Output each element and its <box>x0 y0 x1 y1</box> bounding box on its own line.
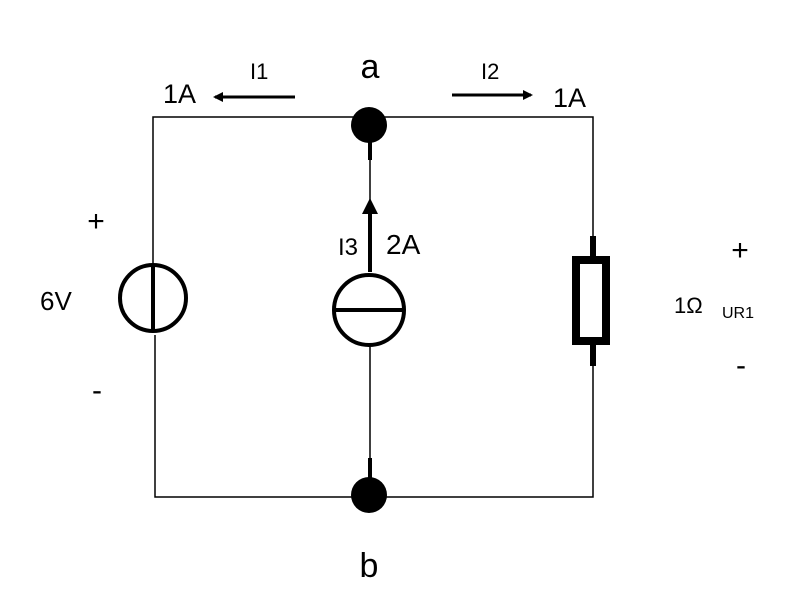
voltage-source-plus: + <box>87 205 105 238</box>
resistor-value: 1Ω <box>674 293 703 318</box>
current-i2-value: 1A <box>553 83 586 113</box>
current-i2-name: I2 <box>481 59 499 84</box>
voltage-source-value: 6V <box>40 286 72 316</box>
voltage-source <box>118 263 188 333</box>
current-i1-name: I1 <box>250 59 268 84</box>
node-b-label: b <box>360 547 379 585</box>
voltage-source-minus: - <box>92 374 102 407</box>
node-a-label: a <box>361 48 380 86</box>
resistor-plus: + <box>731 234 749 267</box>
current-source-value: 2A <box>386 229 421 260</box>
current-source <box>332 273 406 347</box>
node-a-dot <box>351 107 387 143</box>
resistor <box>572 236 610 366</box>
current-i1-value: 1A <box>163 79 196 109</box>
current-source-name: I3 <box>338 234 358 261</box>
node-b-dot <box>351 477 387 513</box>
resistor-voltage-name: UR1 <box>722 305 754 322</box>
resistor-minus: - <box>736 349 746 382</box>
current-source-arrowhead <box>362 198 378 214</box>
bottom-wire <box>154 335 594 498</box>
